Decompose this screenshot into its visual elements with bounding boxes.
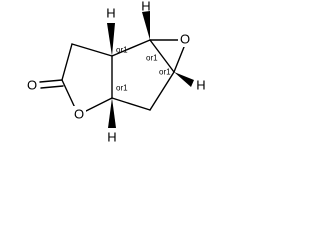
bond-c4-ch2 <box>149 71 175 111</box>
stereo-label-c4: or1 <box>159 68 171 77</box>
stereo-label-c1: or1 <box>116 46 128 55</box>
bond-carbonyl-double-b <box>40 85 64 89</box>
hydrogen-top-right-label: H <box>141 0 150 14</box>
wedge-c3-hydrogen <box>142 11 150 40</box>
bond-ring-oxygen-carbonyl <box>61 79 77 111</box>
bond-c4-epoxide-oxygen <box>173 46 185 73</box>
bond-ch2-carbonyl <box>61 43 73 81</box>
bond-c1-c3 <box>111 39 151 57</box>
bond-ch2-c1 <box>71 43 113 57</box>
wedge-c1-hydrogen <box>107 23 115 56</box>
wedge-c2-hydrogen <box>108 98 116 128</box>
bond-c3-c4 <box>149 39 175 73</box>
hydrogen-bottom-label: H <box>107 130 116 145</box>
chemical-structure: O O O H H H H or1 or1 or1 or1 <box>25 0 206 145</box>
stereo-label-c3: or1 <box>146 54 158 63</box>
carbonyl-oxygen-label: O <box>27 78 37 93</box>
wedge-c4-hydrogen <box>174 72 194 87</box>
hydrogen-top-left-label: H <box>106 6 115 21</box>
ring-oxygen-label: O <box>74 107 84 122</box>
bond-ch2-c2 <box>111 97 151 111</box>
stereo-label-c2: or1 <box>116 84 128 93</box>
epoxide-oxygen-label: O <box>180 32 190 47</box>
bond-carbonyl-double-a <box>39 79 63 83</box>
hydrogen-right-label: H <box>196 78 205 93</box>
bond-c2-ring-oxygen <box>83 97 113 113</box>
